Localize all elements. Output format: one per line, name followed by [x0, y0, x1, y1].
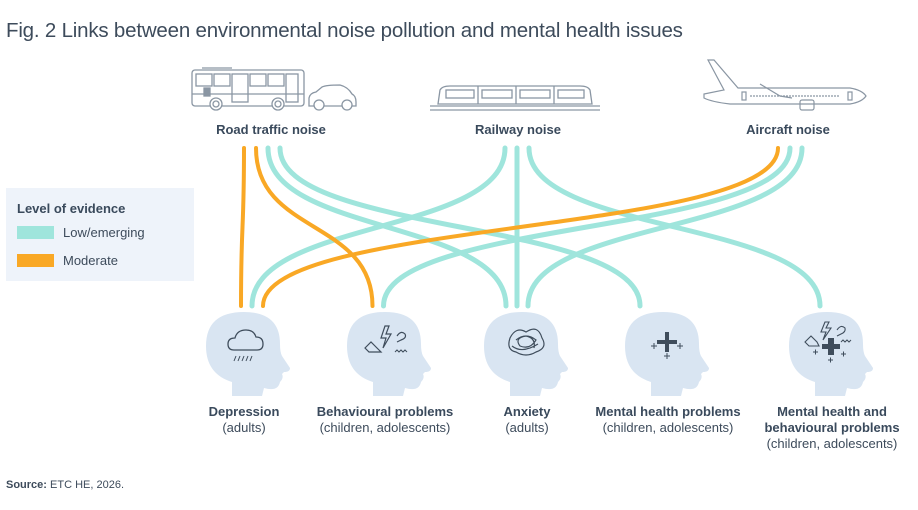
outcome-label-behavioural: Behavioural problems (children, adolesce…: [317, 404, 454, 436]
link-air-behavioural: [381, 145, 793, 309]
link-rail-depression: [249, 145, 508, 309]
outcome-title: Anxiety: [503, 404, 551, 419]
outcome-subtitle: (children, adolescents): [602, 420, 734, 435]
outcome-title-line2: behavioural problems: [764, 420, 900, 435]
outcome-title: Mental health problems: [595, 404, 741, 419]
links-layer: [239, 145, 823, 309]
legend-swatch-moderate: [17, 254, 54, 267]
outcome-label-anxiety: Anxiety (adults): [504, 404, 551, 436]
legend-label-low: Low/emerging: [63, 225, 145, 240]
outcome-subtitle: (children, adolescents): [319, 420, 451, 435]
figure-title: Fig. 2 Links between environmental noise…: [6, 19, 683, 42]
combined-symbols-icon: [804, 321, 852, 363]
rain-cloud-icon: [227, 329, 264, 362]
link-road-mental: [277, 145, 643, 309]
head-silhouette-icon: [206, 312, 290, 396]
link-road-depression: [239, 146, 246, 308]
outcome-subtitle: (adults): [505, 420, 549, 435]
lightning-scribble-icon: [364, 325, 408, 353]
head-silhouette-icon: [484, 312, 568, 396]
train-icon: [430, 85, 600, 111]
plus-signs-icon: [651, 332, 683, 359]
outcome-label-depression: Depression (adults): [209, 404, 280, 436]
source-label-road: Road traffic noise: [216, 122, 326, 137]
outcome-title: Behavioural problems: [316, 404, 454, 419]
tangled-scribble-icon: [508, 328, 545, 356]
legend: Level of evidence Low/emerging Moderate: [6, 188, 194, 281]
legend-label-moderate: Moderate: [63, 253, 118, 268]
heads-layer: [206, 312, 873, 396]
source-label-rail: Railway noise: [475, 122, 561, 137]
head-silhouette-icon: [347, 312, 431, 396]
outcome-title: Mental health and: [777, 404, 887, 419]
outcome-label-mental: Mental health problems (children, adoles…: [595, 404, 740, 436]
head-mentalbehav: [789, 312, 873, 396]
head-depression: [206, 312, 290, 396]
link-air-depression: [261, 146, 780, 308]
legend-title: Level of evidence: [17, 201, 126, 216]
source-note-text: ETC HE, 2026.: [50, 479, 125, 491]
legend-item-moderate: Moderate: [17, 253, 118, 268]
head-mental: [625, 312, 709, 396]
outcome-title: Depression: [208, 404, 280, 419]
airplane-icon: [703, 59, 867, 111]
legend-swatch-low: [17, 226, 54, 239]
head-anxiety: [484, 312, 568, 396]
outcome-subtitle: (adults): [222, 420, 266, 435]
source-label-air: Aircraft noise: [746, 122, 830, 137]
source-note: Source: ETC HE, 2026.: [6, 479, 124, 491]
legend-item-low: Low/emerging: [17, 225, 145, 240]
outcome-subtitle: (children, adolescents): [766, 436, 898, 451]
bus-and-car-icon: [191, 67, 357, 111]
source-note-label: Source:: [6, 479, 47, 491]
outcome-label-mentalbehav: Mental health and behavioural problems (…: [764, 404, 899, 452]
link-air-anxiety: [525, 145, 805, 309]
link-road-behavioural: [254, 146, 375, 308]
head-behavioural: [347, 312, 431, 396]
